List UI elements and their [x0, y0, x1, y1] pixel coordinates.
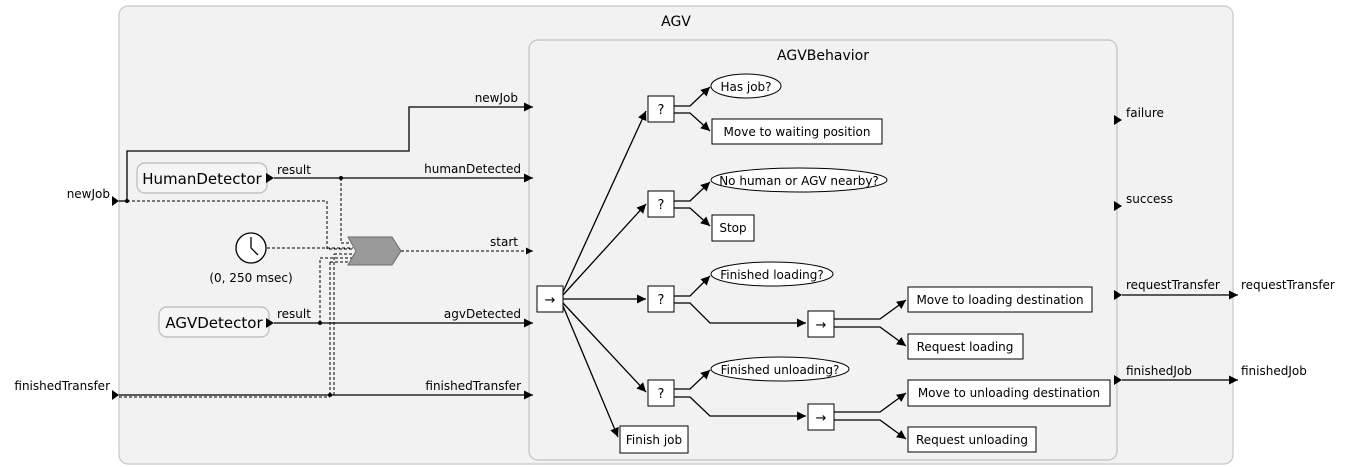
action-stop[interactable] — [711, 214, 755, 242]
condition-finished-loading-label: Finished loading? — [720, 268, 824, 282]
action-move-unloading[interactable] — [907, 379, 1111, 407]
fallback-node-1[interactable] — [647, 95, 675, 123]
root-sequence-node[interactable] — [536, 285, 564, 313]
sequence-node-loading[interactable] — [807, 310, 835, 338]
human-result-label: result — [277, 163, 311, 177]
agv-title: AGV — [661, 14, 691, 30]
action-request-unloading[interactable] — [907, 426, 1037, 453]
action-request-loading-label: Request loading — [917, 340, 1014, 354]
fallback-node-3[interactable] — [647, 285, 675, 313]
action-move-loading-label: Move to loading destination — [916, 293, 1083, 307]
action-move-waiting[interactable] — [711, 118, 883, 145]
inner-out-failure-port[interactable] — [1114, 115, 1122, 125]
agv-result-label: result — [277, 307, 311, 321]
action-move-loading[interactable] — [907, 286, 1093, 313]
fallback-node-2[interactable] — [647, 190, 675, 218]
sequence-symbol-unloading: → — [816, 411, 827, 426]
action-move-unloading-label: Move to unloading destination — [918, 386, 1100, 400]
inner-out-requesttransfer-label: requestTransfer — [1126, 278, 1220, 292]
inner-out-success-port[interactable] — [1114, 201, 1122, 211]
fallback-symbol-2: ? — [658, 198, 665, 213]
sequence-symbol-loading: → — [816, 318, 827, 333]
action-finish-job[interactable] — [619, 425, 689, 454]
condition-finished-loading[interactable] — [710, 261, 834, 287]
sequence-node-unloading[interactable] — [807, 403, 835, 431]
inner-in-newjob-label: newJob — [475, 91, 518, 105]
fallback-symbol-4: ? — [658, 387, 665, 402]
agv-behavior-title: AGVBehavior — [777, 48, 869, 64]
fallback-node-4[interactable] — [647, 379, 675, 407]
condition-has-job[interactable] — [710, 73, 782, 99]
condition-no-human-label: No human or AGV nearby? — [719, 174, 879, 188]
inner-out-failure-label: failure — [1126, 106, 1164, 120]
root-sequence-symbol: → — [545, 293, 556, 308]
condition-finished-unloading-label: Finished unloading? — [721, 363, 840, 377]
ext-out-finishedjob-label: finishedJob — [1241, 364, 1307, 378]
inner-in-agvdetected-label: agvDetected — [444, 307, 521, 321]
action-request-unloading-label: Request unloading — [916, 433, 1028, 447]
fallback-symbol-1: ? — [658, 103, 665, 118]
fallback-symbol-3: ? — [658, 293, 665, 308]
ext-port-newjob-label: newJob — [67, 187, 110, 201]
inner-in-start-label: start — [490, 235, 518, 249]
ext-port-finishedtransfer[interactable] — [112, 390, 119, 400]
action-stop-label: Stop — [719, 221, 746, 235]
inner-out-finishedjob-label: finishedJob — [1126, 364, 1192, 378]
ext-port-newjob[interactable] — [112, 196, 119, 206]
action-finish-job-label: Finish job — [626, 433, 682, 447]
action-request-loading[interactable] — [907, 333, 1024, 360]
inner-in-finishedtransfer-label: finishedTransfer — [425, 379, 521, 393]
agv-detector-label: AGVDetector — [165, 314, 263, 332]
ext-port-finishedtransfer-label: finishedTransfer — [14, 379, 110, 393]
ext-out-requesttransfer-label: requestTransfer — [1241, 278, 1335, 292]
condition-finished-unloading[interactable] — [710, 356, 850, 382]
merge-actor-icon[interactable] — [347, 236, 402, 266]
clock-icon[interactable] — [235, 232, 267, 264]
condition-has-job-label: Has job? — [720, 80, 771, 94]
human-detector-label: HumanDetector — [142, 170, 262, 188]
inner-out-success-label: success — [1126, 192, 1173, 206]
action-move-waiting-label: Move to waiting position — [724, 125, 871, 139]
inner-in-humandetected-label: humanDetected — [424, 162, 521, 176]
clock-label: (0, 250 msec) — [209, 271, 292, 285]
condition-no-human[interactable] — [710, 167, 888, 193]
